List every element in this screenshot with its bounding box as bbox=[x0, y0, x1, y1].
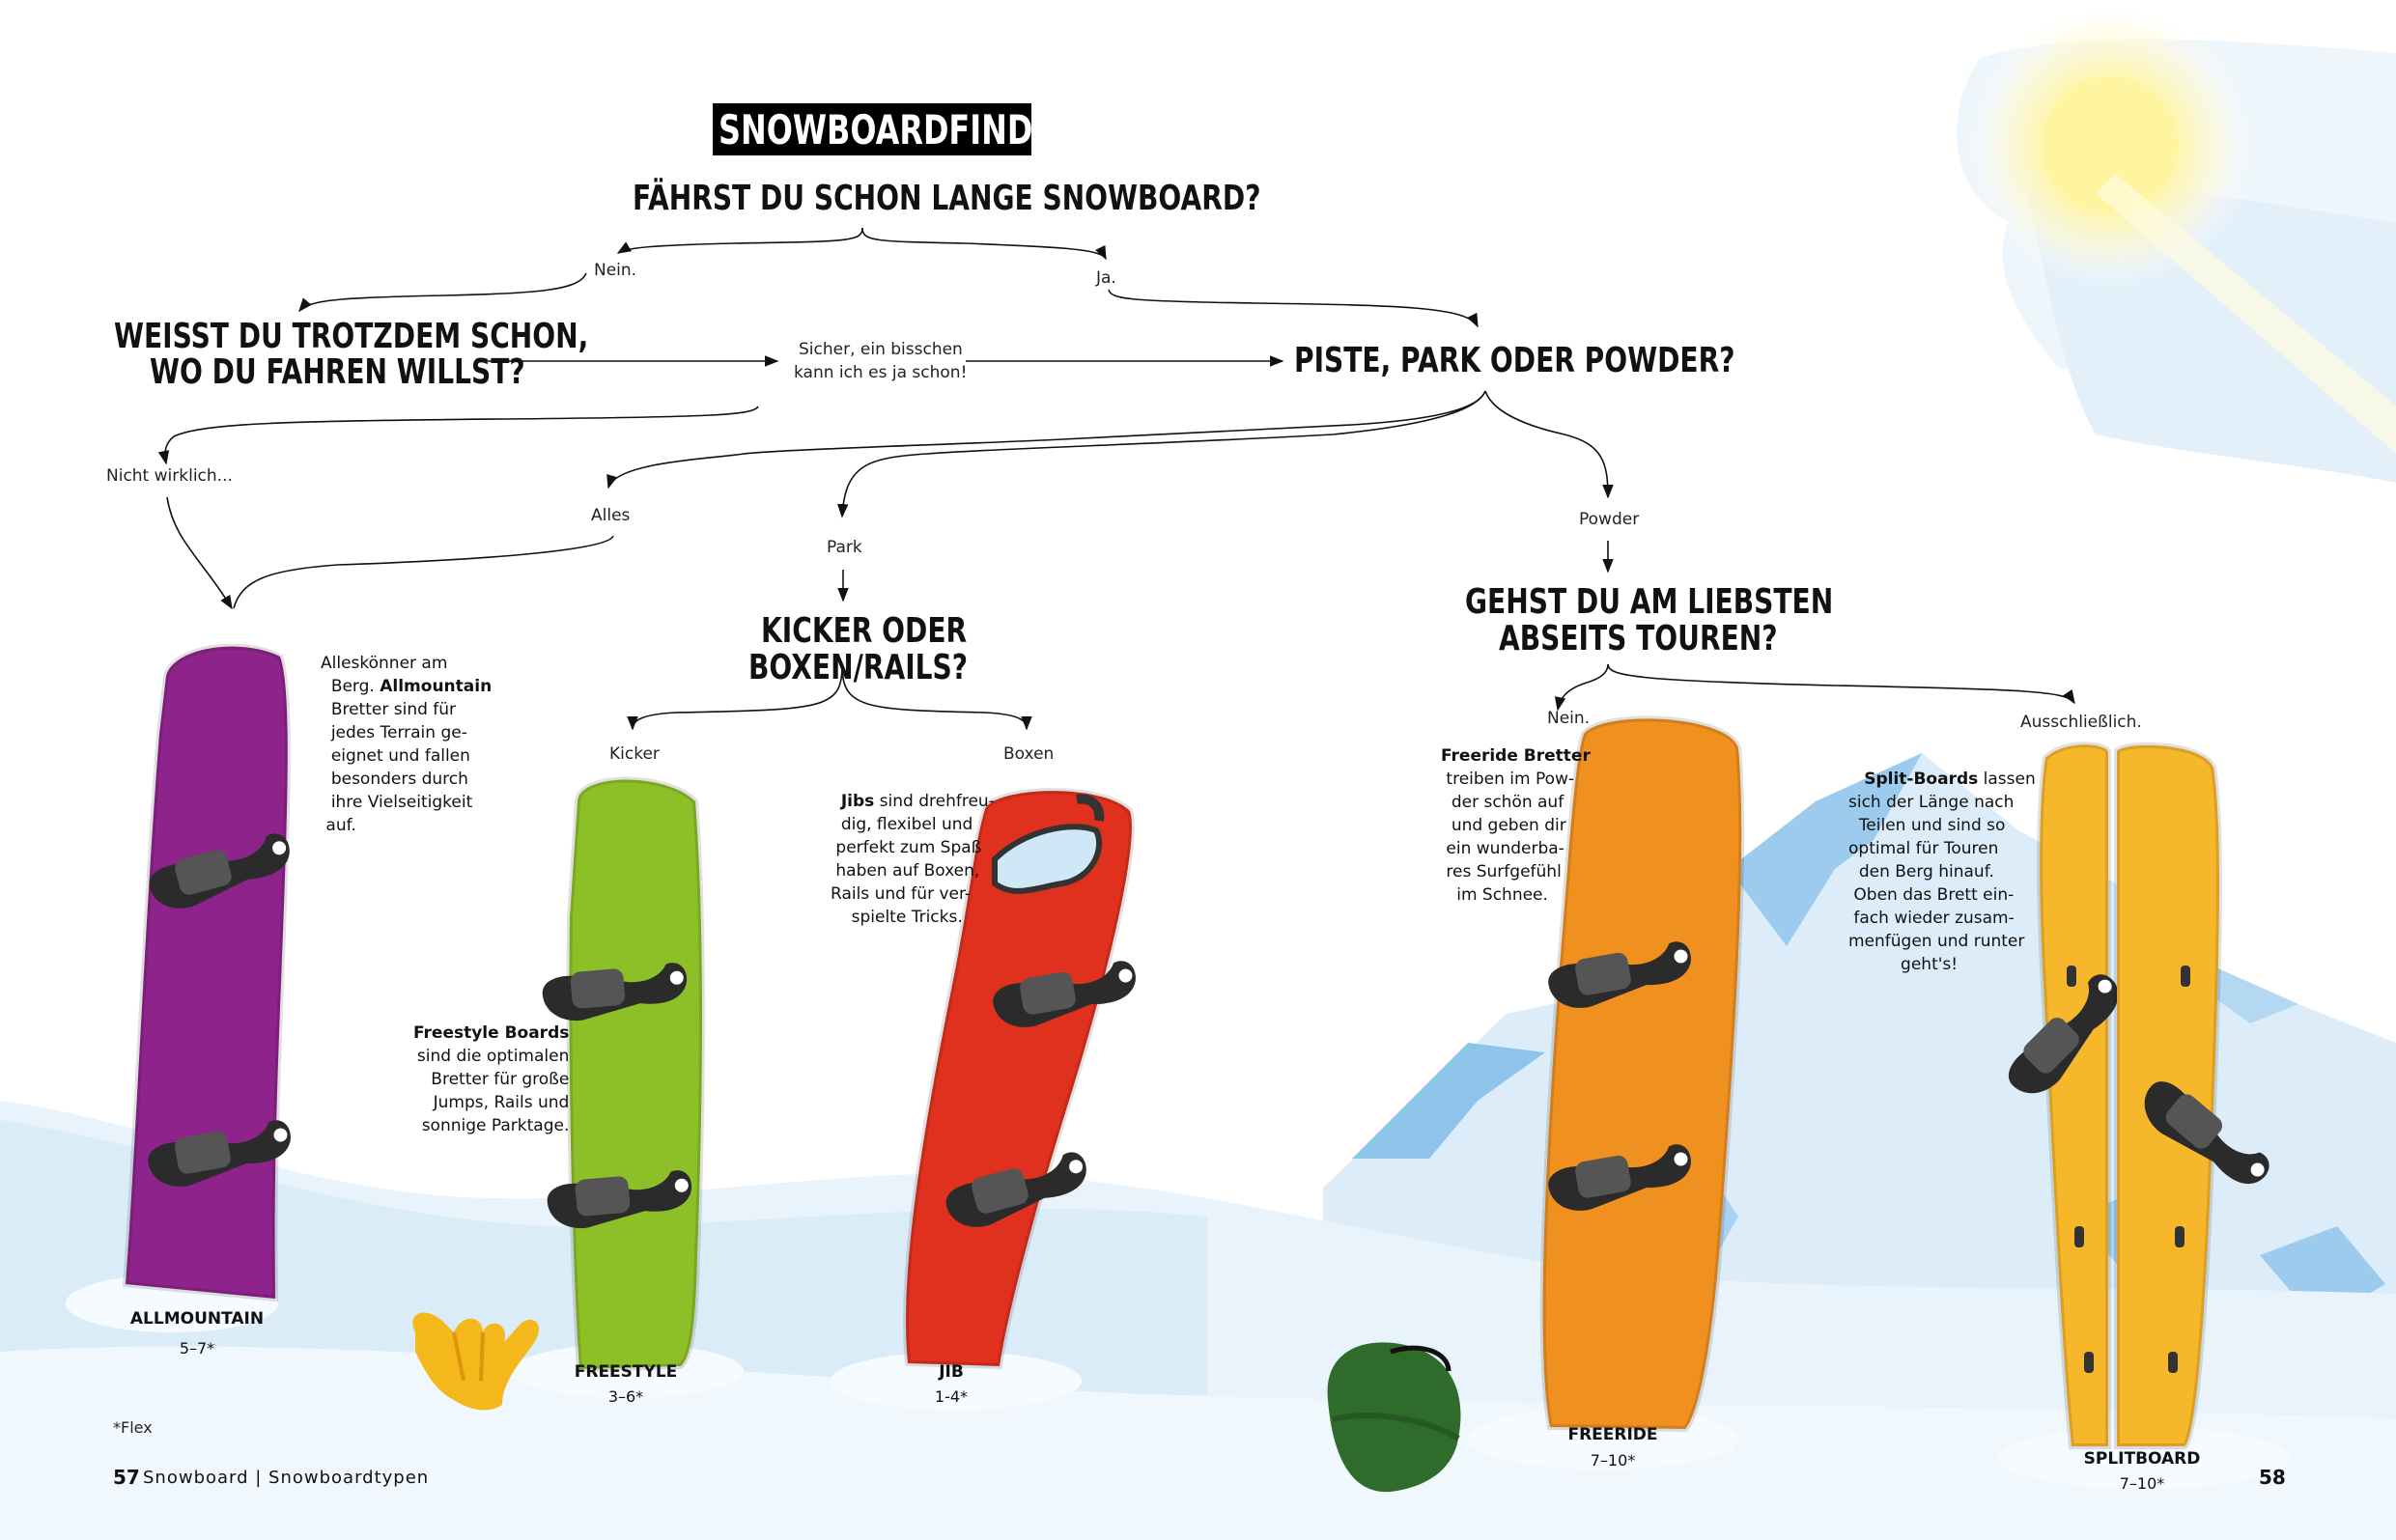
board-name-jib: JIB bbox=[939, 1362, 964, 1382]
board-name-splitboard: SPLITBOARD bbox=[2083, 1449, 2201, 1469]
binding-icon bbox=[2008, 974, 2119, 1094]
answer-powder: Powder bbox=[1579, 510, 1640, 529]
board-name-freestyle: FREESTYLE bbox=[574, 1362, 678, 1382]
description-splitboard: Split-Boards lassen sich der Länge nach … bbox=[1848, 770, 2036, 974]
question-piste-park-powder: PISTE, PARK ODER POWDER? bbox=[1294, 341, 1735, 380]
question-know-where-line2: WO DU FAHREN WILLST? bbox=[150, 352, 525, 392]
board-allmountain bbox=[122, 643, 291, 1302]
board-slot bbox=[2168, 1352, 2178, 1373]
board-slot bbox=[2175, 1226, 2185, 1247]
description-freestyle: Freestyle Boards sind die optimalen Bret… bbox=[413, 1023, 570, 1135]
board-slot bbox=[2084, 1352, 2094, 1373]
binding-icon bbox=[993, 961, 1136, 1027]
answer-sicher-line2: kann ich es ja schon! bbox=[794, 363, 968, 382]
board-flex-jib: 1-4* bbox=[934, 1387, 969, 1406]
question-kicker-line1: KICKER ODER bbox=[761, 611, 968, 651]
board-name-allmountain: ALLMOUNTAIN bbox=[129, 1309, 265, 1329]
answer-boxen: Boxen bbox=[1003, 744, 1055, 764]
board-splitboard-right bbox=[2114, 742, 2269, 1449]
question-touring-line2: ABSEITS TOUREN? bbox=[1499, 619, 1778, 658]
question-experience: FÄHRST DU SCHON LANGE SNOWBOARD? bbox=[633, 179, 1261, 218]
board-splitboard-left bbox=[2008, 742, 2119, 1449]
flow-lines bbox=[157, 227, 2075, 731]
board-jib bbox=[903, 788, 1136, 1370]
board-flex-splitboard: 7–10* bbox=[2119, 1474, 2165, 1493]
question-know-where-line1: WEISST DU TROTZDEM SCHON, bbox=[114, 317, 589, 356]
board-flex-freeride: 7–10* bbox=[1590, 1451, 1636, 1470]
title-box bbox=[713, 103, 1031, 155]
binding-icon bbox=[1548, 941, 1691, 1008]
binding-icon bbox=[945, 1152, 1086, 1227]
board-slot bbox=[2181, 966, 2190, 987]
footnote-flex: *Flex bbox=[113, 1418, 153, 1437]
binding-icon bbox=[2144, 1081, 2269, 1184]
answer-park: Park bbox=[827, 538, 862, 557]
question-touring-line1: GEHST DU AM LIEBSTEN bbox=[1465, 582, 1834, 622]
answer-kicker: Kicker bbox=[609, 744, 660, 764]
answer-nicht-wirklich: Nicht wirklich... bbox=[106, 466, 233, 486]
board-name-freeride: FREERIDE bbox=[1567, 1425, 1658, 1444]
answer-nein-touring: Nein. bbox=[1547, 709, 1591, 728]
page-number-left: 57 bbox=[113, 1466, 140, 1489]
description-jib: Jibs sind drehfreu- dig, flexibel und pe… bbox=[831, 792, 995, 927]
answer-alles: Alles bbox=[591, 506, 631, 525]
answer-sicher-line1: Sicher, ein bisschen bbox=[799, 340, 963, 359]
board-flex-allmountain: 5–7* bbox=[179, 1339, 215, 1358]
answer-ausschliesslich: Ausschließlich. bbox=[2020, 713, 2142, 732]
glove-icon bbox=[412, 1312, 540, 1411]
binding-icon bbox=[149, 833, 290, 909]
goggles-icon bbox=[992, 794, 1105, 894]
page-title: SNOWBOARDFINDER bbox=[719, 106, 1078, 154]
description-freeride: Freeride Bretter treiben im Pow- der sch… bbox=[1441, 746, 1591, 905]
binding-icon bbox=[547, 1170, 691, 1229]
question-kicker-line2: BOXEN/RAILS? bbox=[748, 648, 969, 687]
board-freeride bbox=[1539, 715, 1745, 1433]
answer-nein: Nein. bbox=[594, 261, 637, 280]
answer-ja: Ja. bbox=[1096, 268, 1116, 288]
binding-icon bbox=[1548, 1144, 1691, 1211]
board-flex-freestyle: 3–6* bbox=[607, 1387, 644, 1406]
board-freestyle bbox=[542, 776, 705, 1373]
page-number-right: 58 bbox=[2259, 1466, 2286, 1489]
binding-icon bbox=[148, 1120, 291, 1187]
binding-icon bbox=[542, 963, 687, 1022]
helmet-icon bbox=[1327, 1342, 1461, 1493]
description-allmountain: Alleskönner am Berg. Allmountain Bretter… bbox=[321, 654, 493, 835]
running-head: Snowboard | Snowboardtypen bbox=[143, 1468, 430, 1488]
board-slot bbox=[2067, 966, 2076, 987]
sun-icon bbox=[1965, 0, 2396, 454]
board-slot bbox=[2074, 1226, 2084, 1247]
